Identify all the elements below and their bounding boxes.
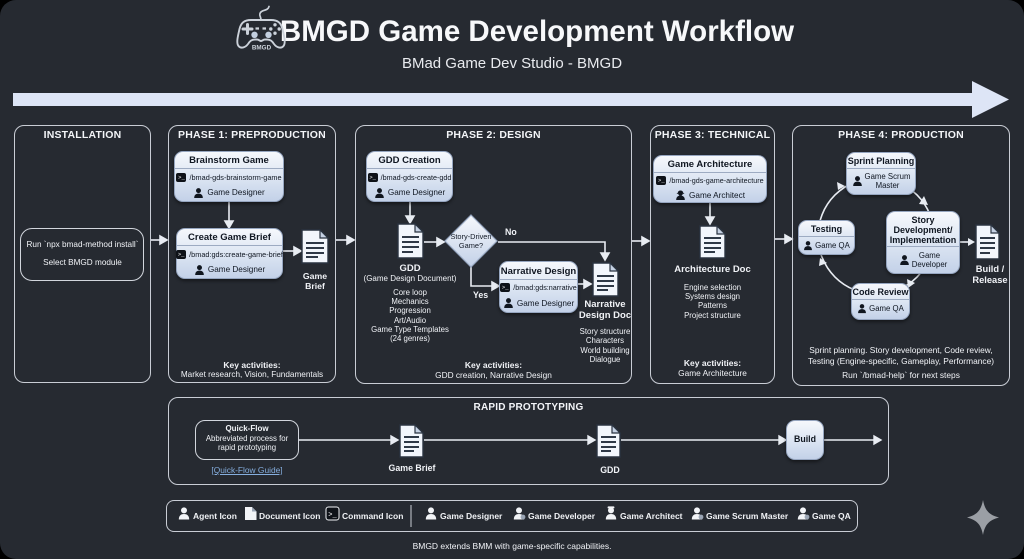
svg-text:Game QA: Game QA: [812, 511, 851, 521]
svg-text:Agent Icon: Agent Icon: [193, 511, 237, 521]
svg-text:BMGD: BMGD: [252, 45, 272, 52]
svg-text:Game Designer: Game Designer: [440, 511, 503, 521]
svg-text:Game Scrum Master: Game Scrum Master: [706, 511, 789, 521]
svg-text:>_: >_: [328, 512, 337, 520]
svg-text:Game Developer: Game Developer: [528, 511, 596, 521]
svg-text:Game Architect: Game Architect: [620, 511, 683, 521]
svg-text:Command Icon: Command Icon: [342, 511, 403, 521]
svg-text:Document Icon: Document Icon: [259, 511, 320, 521]
